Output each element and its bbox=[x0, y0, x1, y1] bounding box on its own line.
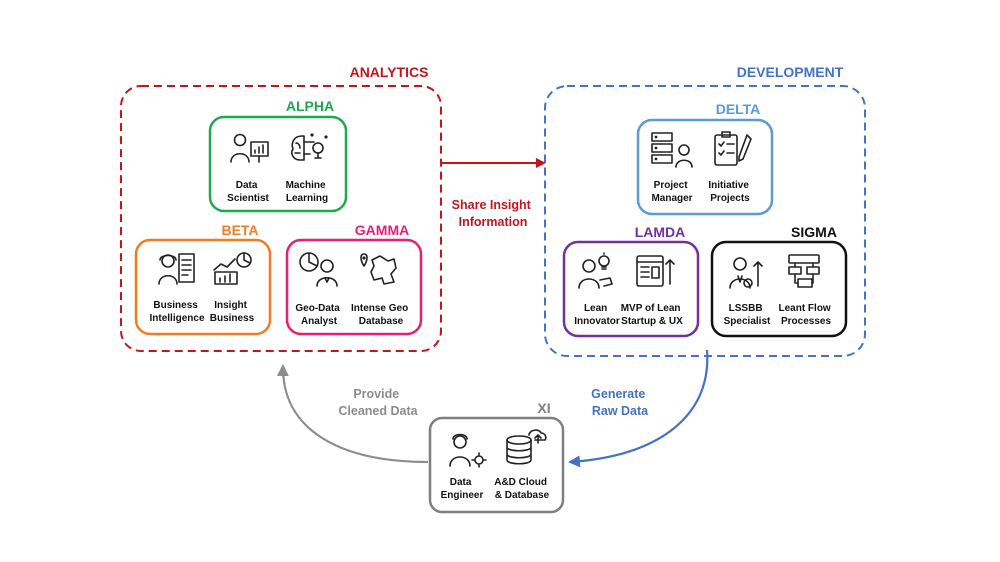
lamda-box bbox=[562, 240, 700, 338]
intense-geo-database-icon bbox=[360, 253, 397, 285]
sigma-title: SIGMA bbox=[791, 224, 837, 240]
delta-group: DELTA Project Manager bbox=[636, 101, 774, 216]
mvp-icon bbox=[636, 255, 675, 287]
cloud-database-icon bbox=[506, 429, 547, 465]
data-engineer-label: Data Engineer bbox=[441, 477, 484, 501]
analytics-dashed-border bbox=[120, 85, 442, 352]
gamma-group: GAMMA Geo-Data Analyst Intense Geo Datab… bbox=[285, 222, 423, 336]
provide-cleaned-data-label: Provide Cleaned Data bbox=[338, 387, 418, 418]
share-insight-label: Share Insight Information bbox=[452, 198, 535, 229]
xi-title: XI bbox=[537, 400, 550, 416]
generate-raw-data-label: Generate Raw Data bbox=[591, 387, 649, 418]
alpha-group: ALPHA Data Scientist Machi bbox=[208, 98, 348, 213]
initiative-projects-label: Initiative Projects bbox=[708, 180, 751, 204]
mvp-label: MVP of Lean Startup & UX bbox=[621, 303, 684, 327]
xi-group: XI Data Engineer A&D Cloud & Database bbox=[428, 400, 565, 514]
development-dashed-border bbox=[544, 85, 866, 357]
business-intelligence-icon bbox=[158, 253, 195, 285]
beta-group: BETA Business Intelligence Insight B bbox=[134, 222, 272, 336]
insight-business-label: Insight Business bbox=[210, 300, 255, 324]
gamma-title: GAMMA bbox=[355, 222, 409, 238]
project-manager-label: Project Manager bbox=[651, 180, 692, 204]
leant-flow-label: Leant Flow Processes bbox=[778, 303, 833, 327]
generate-raw-data-flow: Generate Raw Data bbox=[568, 349, 709, 468]
provide-cleaned-data-flow: Provide Cleaned Data bbox=[276, 364, 429, 464]
analytics-title: ANALYTICS bbox=[350, 64, 429, 80]
lssbb-specialist-label: LSSBB Specialist bbox=[724, 303, 771, 327]
alpha-title: ALPHA bbox=[286, 98, 334, 114]
data-scientist-icon bbox=[230, 133, 269, 163]
project-manager-icon bbox=[651, 132, 693, 168]
sigma-group: SIGMA LSSBB Specialist Leant Flow bbox=[710, 224, 848, 338]
data-engineer-icon bbox=[449, 433, 487, 468]
lamda-title: LAMDA bbox=[635, 224, 686, 240]
analytics-section: ANALYTICS ALPHA Data Sci bbox=[120, 64, 442, 352]
cloud-database-label: A&D Cloud & Database bbox=[494, 477, 550, 501]
machine-learning-icon bbox=[291, 133, 328, 161]
data-scientist-label: Data Scientist bbox=[227, 180, 269, 204]
geo-data-analyst-icon bbox=[299, 252, 338, 287]
share-insight-flow: Share Insight Information bbox=[441, 158, 546, 229]
gamma-box bbox=[285, 238, 423, 336]
provide-cleaned-data-arrow bbox=[276, 364, 429, 464]
delta-title: DELTA bbox=[716, 101, 761, 117]
machine-learning-label: Machine Learning bbox=[286, 180, 329, 204]
lean-innovator-icon bbox=[578, 252, 613, 289]
lean-innovator-label: Lean Innovator bbox=[574, 303, 620, 327]
generate-raw-data-arrow bbox=[568, 349, 709, 468]
alpha-box bbox=[208, 115, 348, 213]
lamda-group: LAMDA Lean Innovator MVP of Lean Startup… bbox=[562, 224, 700, 338]
insight-business-icon bbox=[213, 252, 252, 285]
development-title: DEVELOPMENT bbox=[737, 64, 844, 80]
geo-data-analyst-label: Geo-Data Analyst bbox=[295, 303, 342, 327]
initiative-projects-icon bbox=[714, 131, 752, 166]
lssbb-specialist-icon bbox=[729, 257, 763, 289]
development-section: DEVELOPMENT DELTA Proje bbox=[544, 64, 866, 357]
beta-box bbox=[134, 238, 272, 336]
business-intelligence-label: Business Intelligence bbox=[149, 300, 204, 324]
beta-title: BETA bbox=[221, 222, 258, 238]
leant-flow-icon bbox=[788, 254, 820, 288]
intense-geo-database-label: Intense Geo Database bbox=[351, 303, 411, 327]
